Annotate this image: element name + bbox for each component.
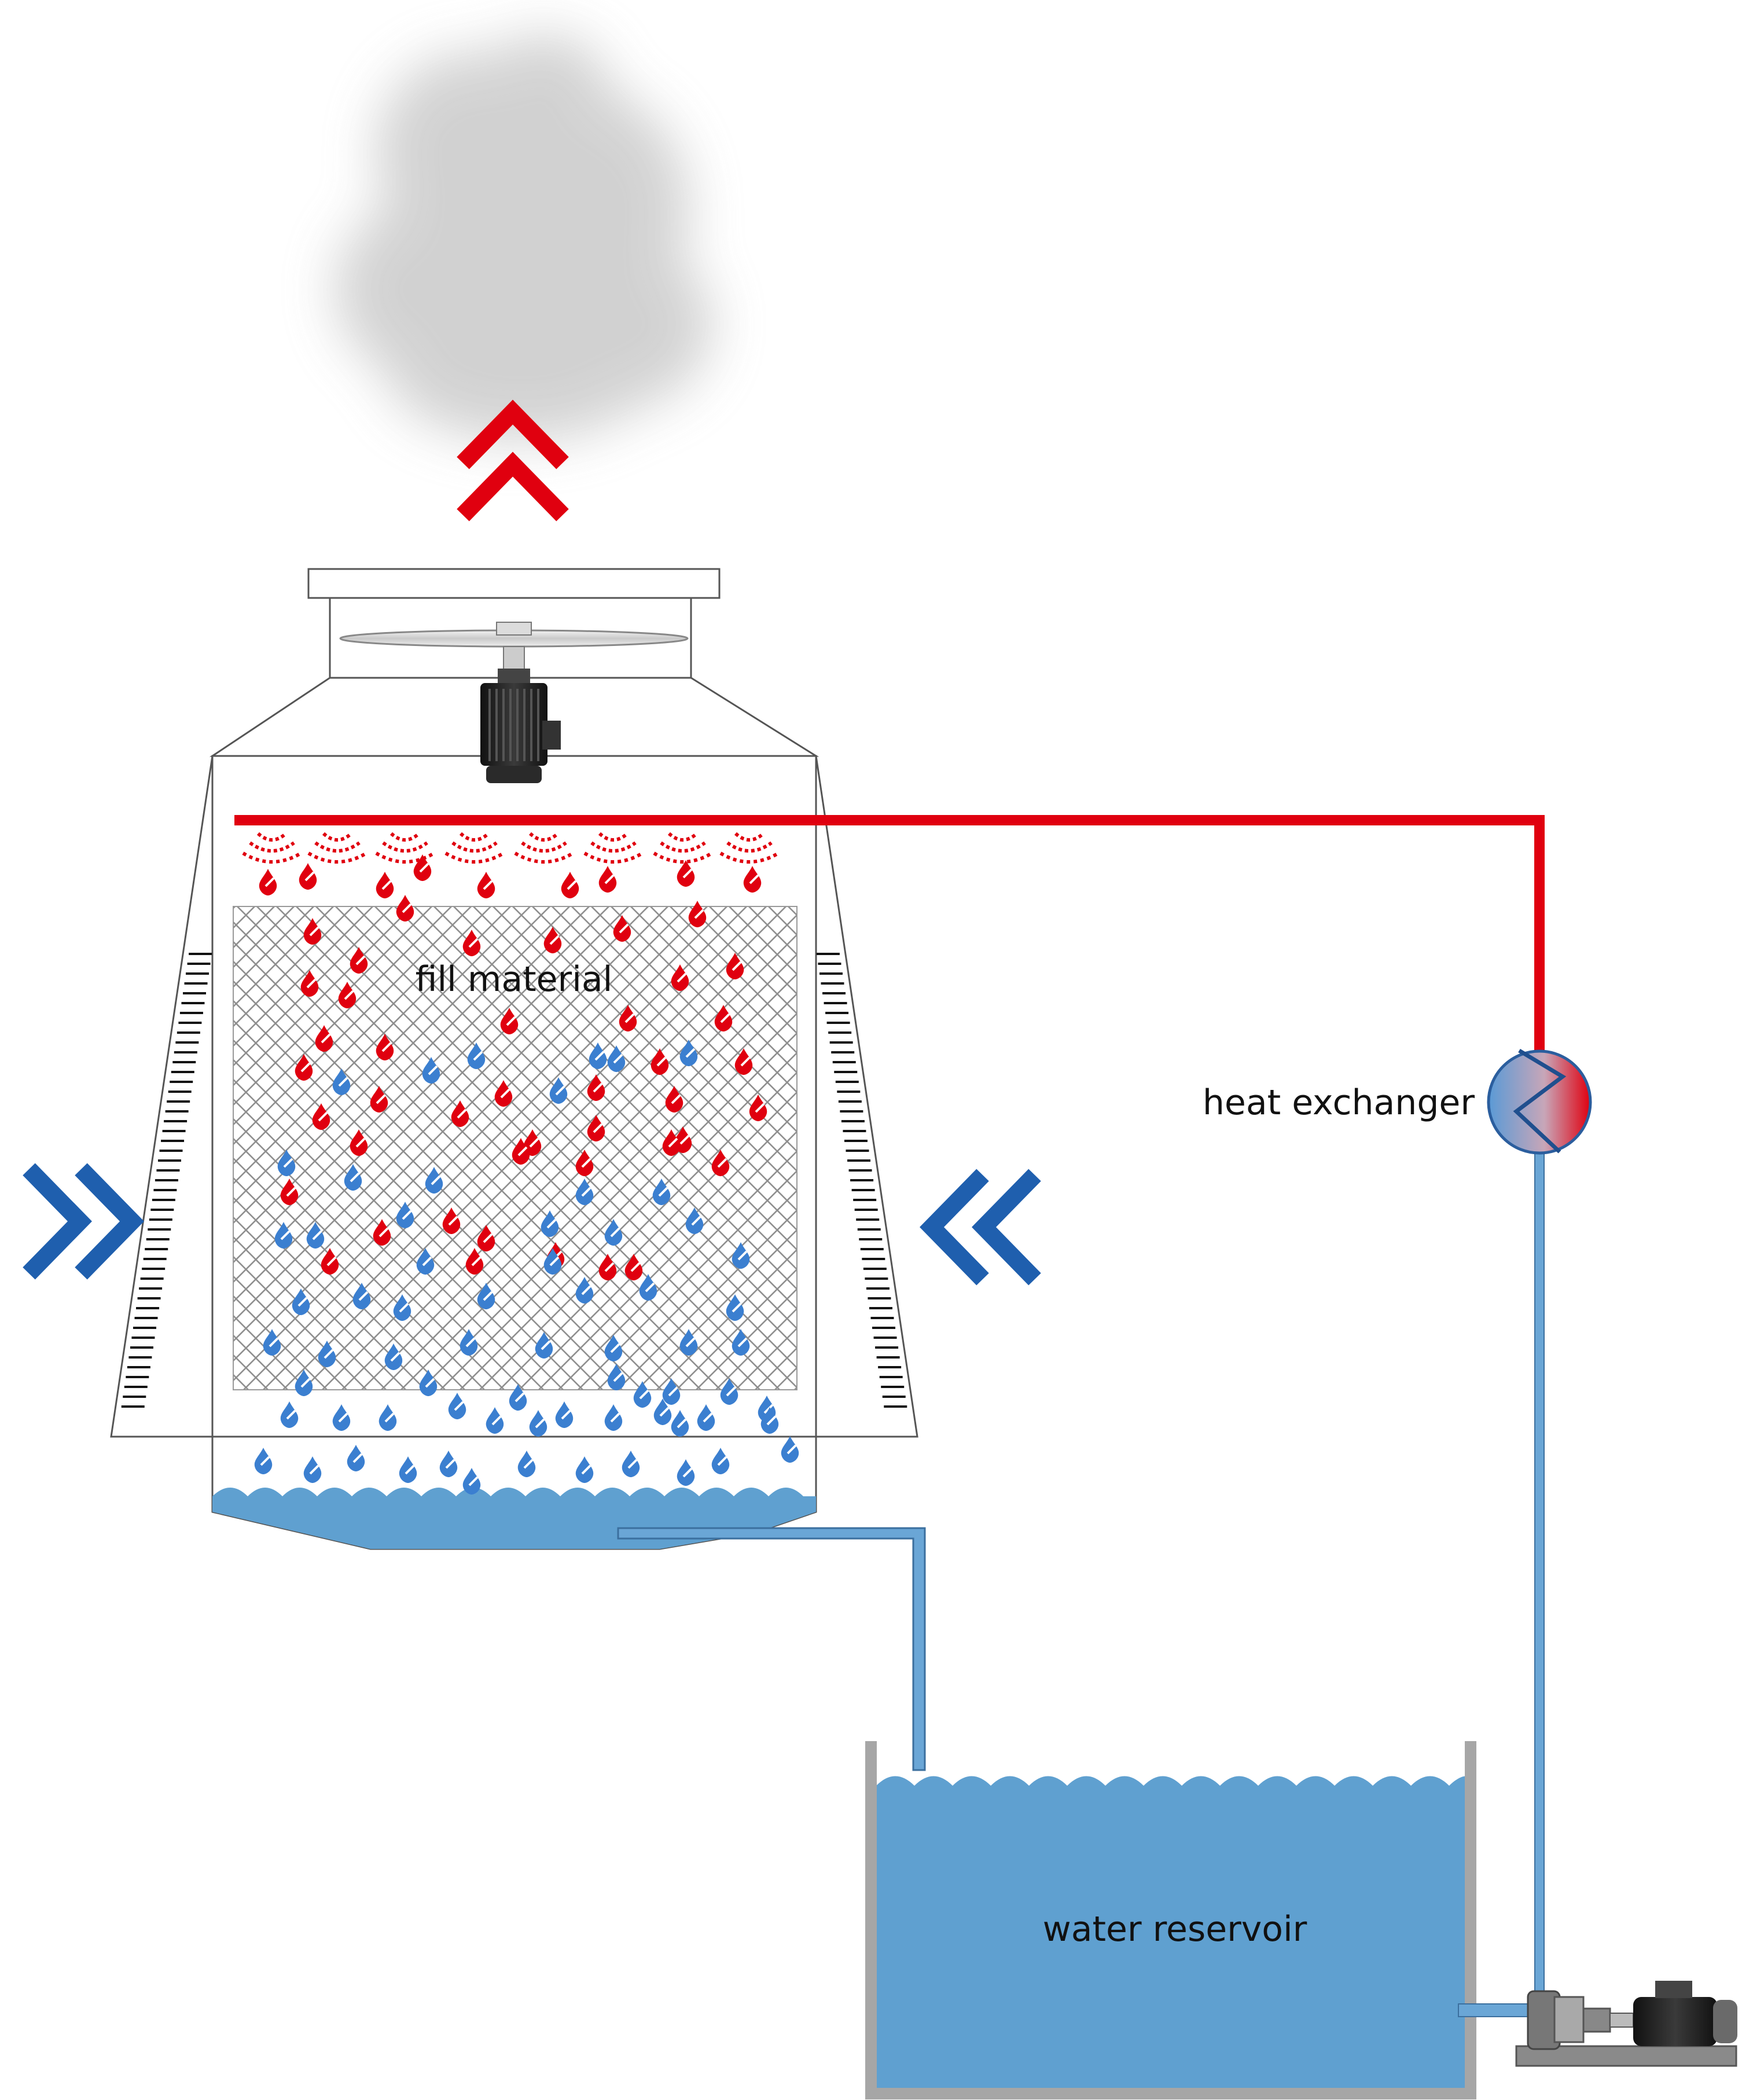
double-chevron-up-icon <box>457 399 569 522</box>
heat-exchanger-icon <box>1487 1048 1592 1155</box>
overflow-pipe <box>617 1527 926 1771</box>
reservoir-water <box>876 1776 1469 2088</box>
fan-icon <box>339 622 689 670</box>
water-reservoir <box>865 1741 1476 2099</box>
pump-icon <box>1515 1981 1737 2067</box>
water-reservoir-label: water reservoir <box>1043 1909 1307 1950</box>
spray-nozzle-icon <box>444 832 505 864</box>
hot-water-pipe <box>234 815 1545 1056</box>
spray-nozzles <box>242 832 780 864</box>
spray-nozzle-icon <box>719 832 780 864</box>
spray-nozzle-icon <box>514 832 574 864</box>
reservoir-wall <box>865 1741 1476 2099</box>
double-chevron-left-icon <box>920 1169 1041 1286</box>
cold-water-pipe <box>1534 1117 1545 2009</box>
spray-nozzle-icon <box>307 832 367 864</box>
spray-nozzle-icon <box>375 832 435 864</box>
motor-icon <box>480 669 561 783</box>
heat-exchanger-label: heat exchanger <box>1203 1082 1475 1123</box>
basin-water <box>212 1488 816 1549</box>
right-louver-wall <box>815 755 918 1438</box>
spray-nozzle-icon <box>653 832 713 864</box>
fill-material-label: fill material <box>416 959 613 1000</box>
left-louver-wall <box>110 755 214 1438</box>
steam-cloud-icon <box>336 35 712 440</box>
air-inlet-louvers <box>121 953 907 1408</box>
double-chevron-right-icon <box>23 1163 144 1280</box>
spray-nozzle-icon <box>242 832 302 864</box>
fan-cap <box>307 568 721 599</box>
spray-nozzle-icon <box>583 832 644 864</box>
